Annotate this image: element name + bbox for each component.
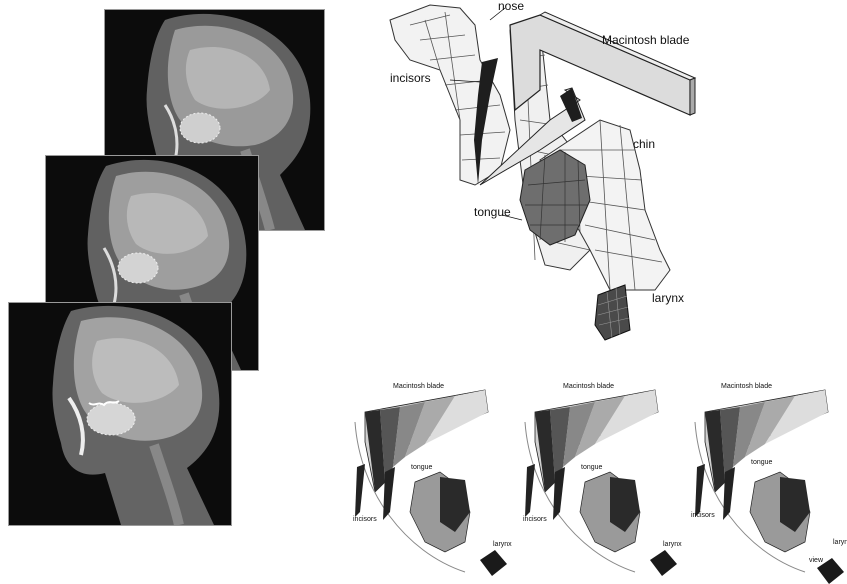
label-tongue: tongue: [411, 464, 433, 471]
airway-sequence-diagram: Macintosh blade tongue incisors larynx: [515, 372, 685, 584]
label-larynx: larynx: [833, 539, 847, 546]
label-incisors: incisors: [523, 516, 547, 523]
incisors-shape: [695, 464, 705, 517]
label-tongue: tongue: [581, 464, 603, 471]
label-nose: nose: [498, 0, 524, 13]
airway-sequence-diagram: Macintosh blade tongue incisors view lar…: [685, 372, 847, 584]
larynx-shape: [480, 550, 507, 576]
sequence-panel-1: Macintosh blade tongue incisors larynx: [345, 372, 515, 584]
label-incisors: incisors: [691, 512, 715, 519]
airway-mesh-diagram: nose Macintosh blade incisors chin tongu…: [350, 0, 847, 345]
label-macintosh-blade: Macintosh blade: [563, 383, 614, 390]
label-larynx: larynx: [652, 291, 684, 305]
airway-sequence-diagram: Macintosh blade tongue incisors larynx: [345, 372, 515, 584]
label-view: view: [809, 557, 824, 564]
incisors-shape: [355, 464, 365, 517]
label-larynx: larynx: [493, 541, 512, 548]
label-larynx: larynx: [663, 541, 682, 548]
airway-model-main: nose Macintosh blade incisors chin tongu…: [350, 0, 847, 345]
label-tongue: tongue: [474, 205, 511, 219]
mri-slice-front: [8, 302, 232, 526]
larynx-shape: [650, 550, 677, 576]
label-macintosh-blade: Macintosh blade: [602, 33, 690, 47]
label-incisors: incisors: [353, 516, 377, 523]
incisors-shape: [525, 464, 535, 517]
label-tongue: tongue: [751, 459, 773, 466]
label-incisors: incisors: [390, 71, 431, 85]
face-mesh: [390, 5, 510, 185]
sequence-panel-3: Macintosh blade tongue incisors view lar…: [685, 372, 847, 584]
label-chin: chin: [633, 137, 655, 151]
larynx-mesh: [595, 285, 630, 340]
sequence-panel-2: Macintosh blade tongue incisors larynx: [515, 372, 685, 584]
label-macintosh-blade: Macintosh blade: [721, 383, 772, 390]
mri-head-scan: [9, 303, 231, 525]
label-macintosh-blade: Macintosh blade: [393, 383, 444, 390]
